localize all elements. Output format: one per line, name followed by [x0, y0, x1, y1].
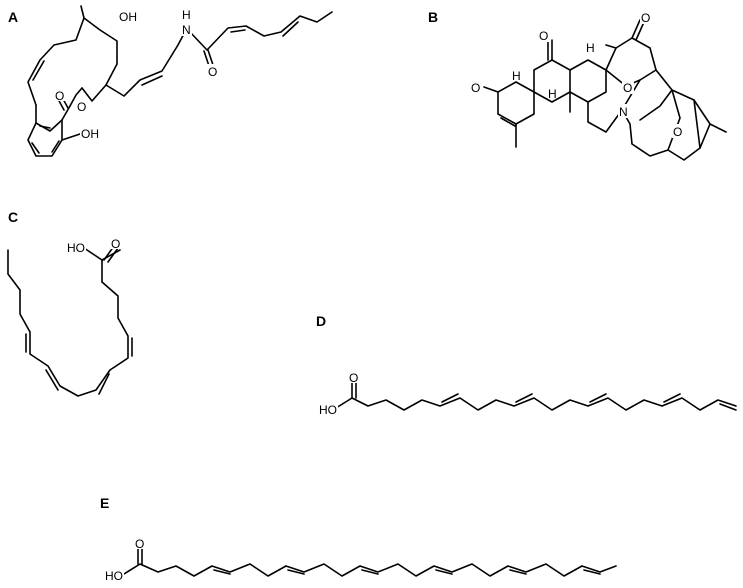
atom-b-o-bridge: O — [623, 81, 632, 95]
panel-b: B — [428, 9, 727, 161]
atom-a-oh-top: OH — [119, 10, 137, 24]
atom-b-h-top: H — [586, 41, 595, 55]
panel-c: C HO O — [7, 209, 133, 397]
panel-d-label: D — [316, 313, 326, 329]
panel-d: D HO O — [316, 313, 737, 417]
atom-a-n: N — [182, 23, 191, 37]
structure-d — [335, 381, 737, 411]
atom-a-o-ester-c: O — [55, 89, 64, 103]
panel-a-label: A — [8, 9, 18, 25]
atom-c-o: O — [111, 237, 120, 251]
atom-e-o: O — [135, 537, 144, 551]
structure-c — [7, 245, 133, 397]
atom-b-o-ketone-cage: O — [641, 11, 650, 25]
atom-d-o: O — [349, 371, 358, 385]
atom-a-h-n: H — [182, 8, 191, 22]
panel-c-label: C — [8, 209, 18, 225]
atom-a-o-ester-ring: O — [77, 100, 86, 114]
panel-e-label: E — [100, 495, 109, 511]
atom-d-ho: HO — [319, 403, 337, 417]
panel-e: E HO O — [100, 495, 617, 583]
structure-e — [123, 547, 617, 577]
atom-b-h-left: H — [512, 69, 521, 83]
atom-b-o-ketone-left: O — [471, 81, 480, 95]
atom-b-o-ketone-top: O — [539, 29, 548, 43]
atom-b-o-bridge2: O — [673, 125, 682, 139]
atom-b-n: N — [619, 105, 628, 119]
atom-e-ho: HO — [105, 569, 123, 583]
atom-b-h-mid: H — [548, 87, 557, 101]
structure-b — [483, 19, 727, 161]
atom-c-ho: HO — [67, 241, 85, 255]
atom-a-oh-phenol: OH — [81, 127, 99, 141]
panel-b-label: B — [428, 9, 438, 25]
panel-a: A — [8, 5, 333, 157]
atom-a-o-amide: O — [208, 65, 217, 79]
